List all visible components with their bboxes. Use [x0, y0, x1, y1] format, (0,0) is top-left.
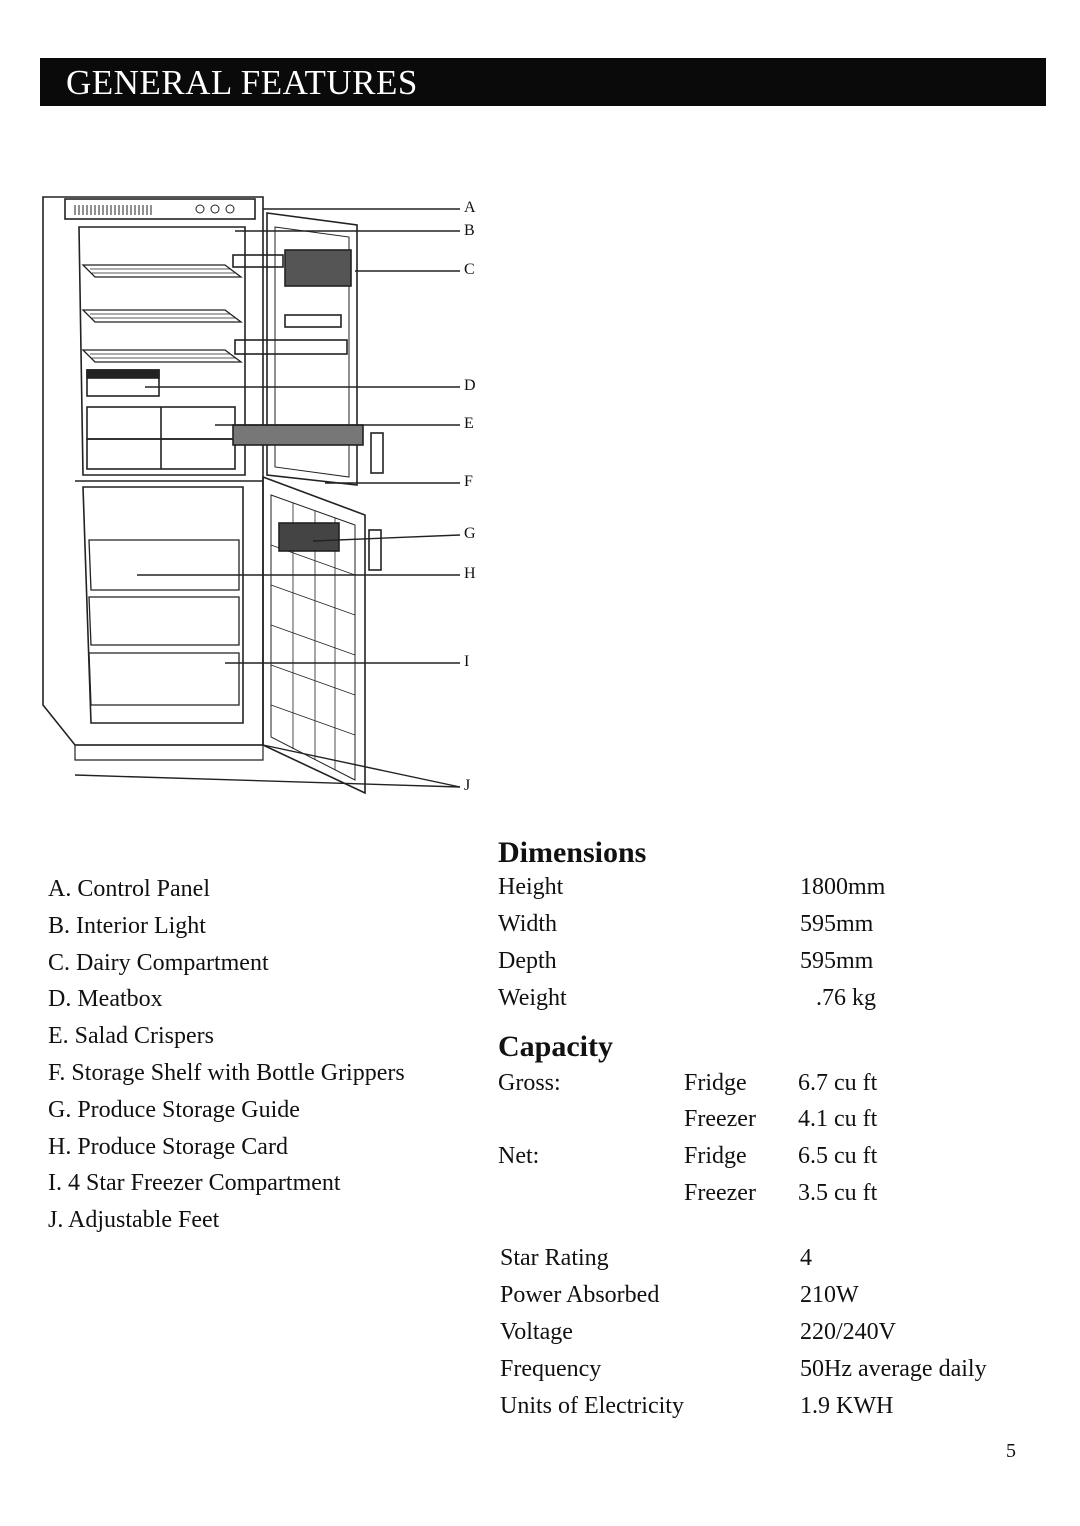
dimensions-heading: Dimensions — [498, 836, 647, 869]
freezer-drawers — [88, 539, 240, 706]
feature-legend: A. Control Panel B. Interior Light C. Da… — [48, 871, 405, 1239]
dimension-value: 595mm — [800, 948, 874, 974]
spec-value: 50Hz average daily — [800, 1356, 987, 1382]
dimension-value: 595mm — [800, 911, 874, 937]
dimension-value: 1800mm — [800, 874, 886, 900]
callout-letter-e: E — [464, 415, 474, 432]
dimension-value: .76 kg — [816, 985, 876, 1011]
callout-letter-a: A — [464, 199, 476, 216]
cabinet-base — [74, 744, 264, 761]
door-shelf-mid — [284, 314, 342, 328]
control-panel — [64, 198, 256, 220]
shelf-hatching — [90, 268, 235, 359]
spec-label: Frequency — [500, 1356, 602, 1382]
callout-letter-h: H — [464, 565, 476, 582]
legend-item: D. Meatbox — [48, 986, 163, 1013]
capacity-value: 6.5 cu ft — [798, 1143, 878, 1169]
spec-value: 210W — [800, 1282, 859, 1308]
door-handle-lower — [368, 529, 382, 571]
callout-letter-g: G — [464, 525, 476, 542]
fridge-shelves — [81, 264, 243, 363]
callout-lines — [74, 208, 461, 788]
legend-item: H. Produce Storage Card — [48, 1133, 288, 1160]
page-title: GENERAL FEATURES — [66, 63, 418, 102]
door-handle-upper — [370, 432, 384, 474]
fridge-interior — [78, 226, 246, 476]
spec-label: Power Absorbed — [500, 1282, 660, 1308]
legend-item: F. Storage Shelf with Bottle Grippers — [48, 1059, 405, 1086]
capacity-type: Fridge — [684, 1143, 747, 1169]
legend-item: I. 4 Star Freezer Compartment — [48, 1170, 341, 1197]
callout-letter-b: B — [464, 222, 475, 239]
dimension-label: Width — [498, 911, 558, 937]
legend-item: A. Control Panel — [48, 876, 210, 902]
page-number: 5 — [1006, 1440, 1016, 1462]
legend-item: G. Produce Storage Guide — [48, 1096, 300, 1123]
capacity-group: Net: — [498, 1143, 540, 1169]
spec-label: Star Rating — [500, 1245, 609, 1271]
dimension-label: Weight — [498, 985, 567, 1011]
callout-letter-i: I — [464, 653, 470, 670]
callout-letter-c: C — [464, 261, 475, 278]
freezer-door — [262, 475, 366, 795]
door-bottle-rack — [234, 339, 348, 355]
capacity-value: 6.7 cu ft — [798, 1070, 878, 1096]
capacity-value: 4.1 cu ft — [798, 1106, 878, 1132]
control-panel-markings — [74, 204, 235, 215]
capacity-type: Freezer — [684, 1106, 756, 1132]
fridge-illustration — [42, 196, 461, 795]
fridge-diagram: A B C D E F G H I J — [35, 185, 495, 815]
dairy-compartment — [284, 249, 352, 287]
legend-item: B. Interior Light — [48, 912, 206, 939]
spec-label: Units of Electricity — [500, 1393, 684, 1419]
freezer-interior — [82, 486, 244, 724]
capacity-heading: Capacity — [498, 1030, 613, 1063]
spec-value: 4 — [800, 1245, 812, 1271]
legend-item: C. Dairy Compartment — [48, 949, 269, 976]
callout-letter-j: J — [464, 777, 471, 794]
capacity-group: Gross: — [498, 1070, 561, 1096]
door-shelf-top — [232, 254, 284, 268]
title-bar: GENERAL FEATURES — [40, 58, 1046, 106]
bottle-shelf — [232, 424, 364, 446]
spec-value: 220/240V — [800, 1319, 896, 1345]
produce-storage-guide — [278, 522, 340, 552]
dimension-label: Depth — [498, 948, 557, 974]
legend-item: J. Adjustable Feet — [48, 1207, 220, 1234]
capacity-type: Fridge — [684, 1070, 747, 1096]
meatbox-lid — [86, 369, 160, 379]
callout-letter-d: D — [464, 377, 476, 394]
dimension-label: Height — [498, 874, 564, 900]
capacity-type: Freezer — [684, 1180, 756, 1206]
spec-label: Voltage — [500, 1319, 573, 1345]
callout-letter-f: F — [464, 473, 473, 490]
spec-value: 1.9 KWH — [800, 1393, 894, 1419]
capacity-value: 3.5 cu ft — [798, 1180, 878, 1206]
legend-item: E. Salad Crispers — [48, 1023, 214, 1050]
